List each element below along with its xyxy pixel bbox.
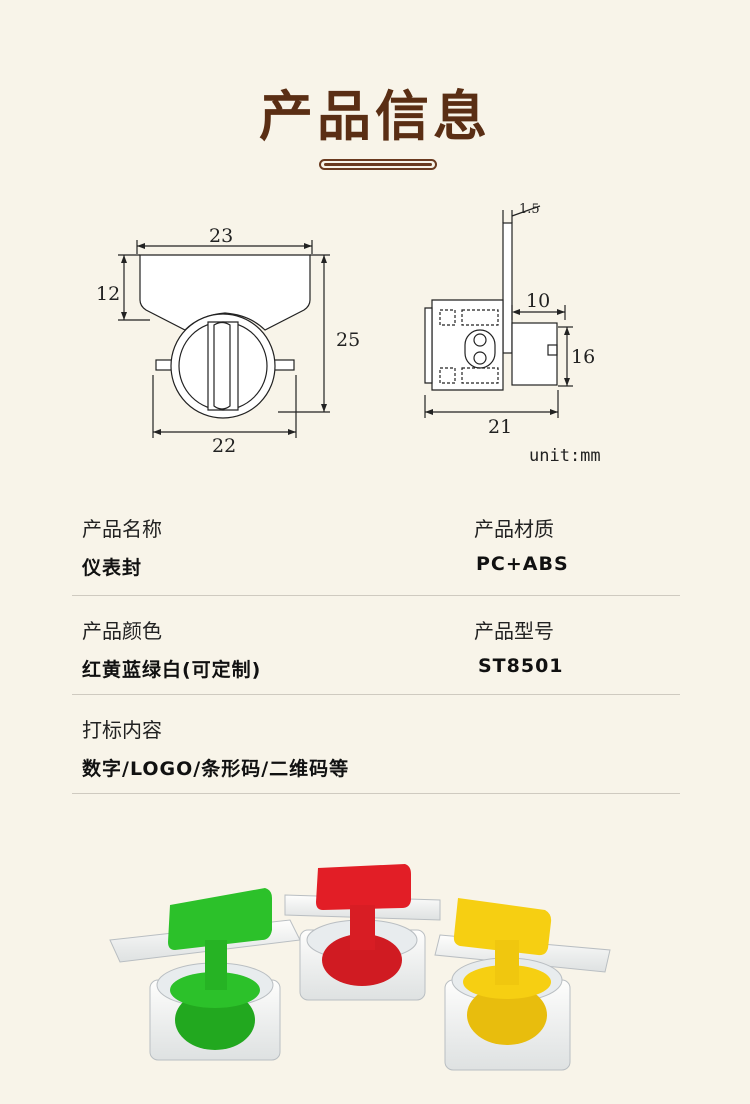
spec-row-1: 产品名称 仪表封 产品材质 PC+ABS (72, 495, 680, 596)
front-view-outline (139, 254, 311, 419)
side-view-outline (424, 222, 558, 391)
product-name-label: 产品名称 (82, 517, 162, 541)
marking-value: 数字/LOGO/条形码/二维码等 (82, 758, 350, 780)
color-label: 产品颜色 (82, 619, 162, 643)
material-value: PC+ABS (476, 553, 569, 575)
material-label: 产品材质 (474, 517, 554, 541)
page-title: 产品信息 (259, 85, 491, 148)
model-label: 产品型号 (474, 619, 554, 643)
product-name-value: 仪表封 (82, 557, 143, 579)
dim-side-slot-width: 10 (526, 290, 550, 312)
spec-row-3: 打标内容 数字/LOGO/条形码/二维码等 (72, 694, 680, 794)
color-value: 红黄蓝绿白(可定制) (82, 659, 262, 681)
dim-side-slot-height: 16 (571, 346, 595, 368)
red-seal-image (284, 864, 441, 1001)
dim-front-top: 23 (209, 225, 233, 247)
dim-side-total: 21 (488, 416, 512, 438)
technical-drawing: 23 12 25 22 1.5 10 16 21 (96, 202, 595, 457)
green-seal-image (109, 888, 301, 1061)
yellow-seal-image (434, 898, 611, 1071)
model-value: ST8501 (478, 655, 564, 677)
unit-label: unit:mm (529, 446, 601, 466)
dim-front-total: 25 (336, 329, 360, 351)
marking-label: 打标内容 (82, 718, 162, 742)
title-divider (319, 159, 437, 170)
dim-front-tab: 12 (96, 283, 120, 305)
product-photo (109, 864, 611, 1071)
spec-row-2: 产品颜色 红黄蓝绿白(可定制) 产品型号 ST8501 (72, 595, 680, 695)
dim-front-bottom: 22 (212, 435, 236, 457)
dim-side-thickness: 1.5 (519, 202, 540, 217)
